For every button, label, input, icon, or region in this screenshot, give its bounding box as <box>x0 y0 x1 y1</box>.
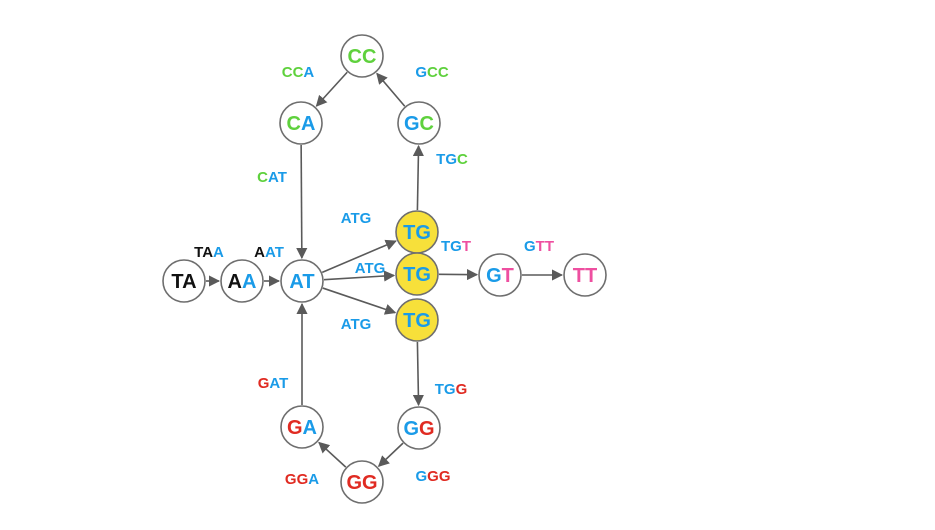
node-tg1: TG <box>395 210 439 254</box>
edge-at-to-tg3 <box>322 287 397 315</box>
node-circle <box>478 253 522 297</box>
node-label: TA <box>171 271 196 293</box>
edge-label-atg: ATG <box>341 316 372 333</box>
edge-label-tgc: TGC <box>436 151 468 168</box>
node-label: GC <box>404 113 434 135</box>
node-gg2: GG <box>340 460 384 504</box>
edge-tg1-to-gc <box>412 144 424 211</box>
graph-edges <box>206 71 564 468</box>
node-label: GG <box>346 472 377 494</box>
node-ga: GA <box>280 405 324 449</box>
node-gt: GT <box>478 253 522 297</box>
node-label: CC <box>348 46 377 68</box>
edge-gg1-to-gg2 <box>377 442 404 467</box>
node-tg2: TG <box>395 252 439 296</box>
edge-label-atg: ATG <box>355 260 386 277</box>
edge-label-gtt: GTT <box>524 238 554 255</box>
node-label: GT <box>486 265 514 287</box>
node-gg1: GG <box>397 406 441 450</box>
node-label: TT <box>573 265 597 287</box>
node-label: AA <box>228 271 257 293</box>
node-circle <box>395 252 439 296</box>
edge-label-taa: TAA <box>194 244 224 261</box>
node-aa: AA <box>220 259 264 303</box>
node-circle <box>220 259 264 303</box>
node-label: TG <box>403 264 431 286</box>
node-ta: TA <box>162 259 206 303</box>
node-gc: GC <box>397 101 441 145</box>
node-circle <box>395 298 439 342</box>
edge-at-to-tg1 <box>321 239 397 274</box>
node-label: AT <box>289 271 314 293</box>
node-label: GA <box>287 417 317 439</box>
node-ca: CA <box>279 101 323 145</box>
node-circle <box>279 101 323 145</box>
node-circle <box>563 253 607 297</box>
edge-tg3-to-gg1 <box>412 341 424 407</box>
node-circle <box>340 460 384 504</box>
node-label: CA <box>287 113 316 135</box>
edge-label-aat: AAT <box>254 244 284 261</box>
node-at: AT <box>280 259 324 303</box>
node-label: TG <box>403 222 431 244</box>
node-circle <box>397 101 441 145</box>
node-circle <box>162 259 206 303</box>
edge-ca-to-at <box>296 144 308 260</box>
edge-at-to-tg2 <box>323 270 396 282</box>
node-circle <box>397 406 441 450</box>
edge-label-tgt: TGT <box>441 238 471 255</box>
edge-label-cca: CCA <box>282 64 315 81</box>
node-circle <box>280 259 324 303</box>
edge-label-gcc: GCC <box>415 64 449 81</box>
edge-label-gga: GGA <box>285 471 319 488</box>
edge-label-cat: CAT <box>257 169 287 186</box>
node-circle <box>280 405 324 449</box>
edge-gc-to-cc <box>376 72 406 107</box>
edge-label-tgg: TGG <box>435 381 468 398</box>
node-label: TG <box>403 310 431 332</box>
edge-label-ggg: GGG <box>415 468 450 485</box>
edge-label-gat: GAT <box>258 375 289 392</box>
edge-gg2-to-ga <box>318 441 347 468</box>
node-cc: CC <box>340 34 384 78</box>
node-tg3: TG <box>395 298 439 342</box>
node-circle <box>340 34 384 78</box>
node-tt: TT <box>563 253 607 297</box>
node-label: GG <box>403 418 434 440</box>
edge-cc-to-ca <box>315 71 348 107</box>
edge-label-atg: ATG <box>341 210 372 227</box>
